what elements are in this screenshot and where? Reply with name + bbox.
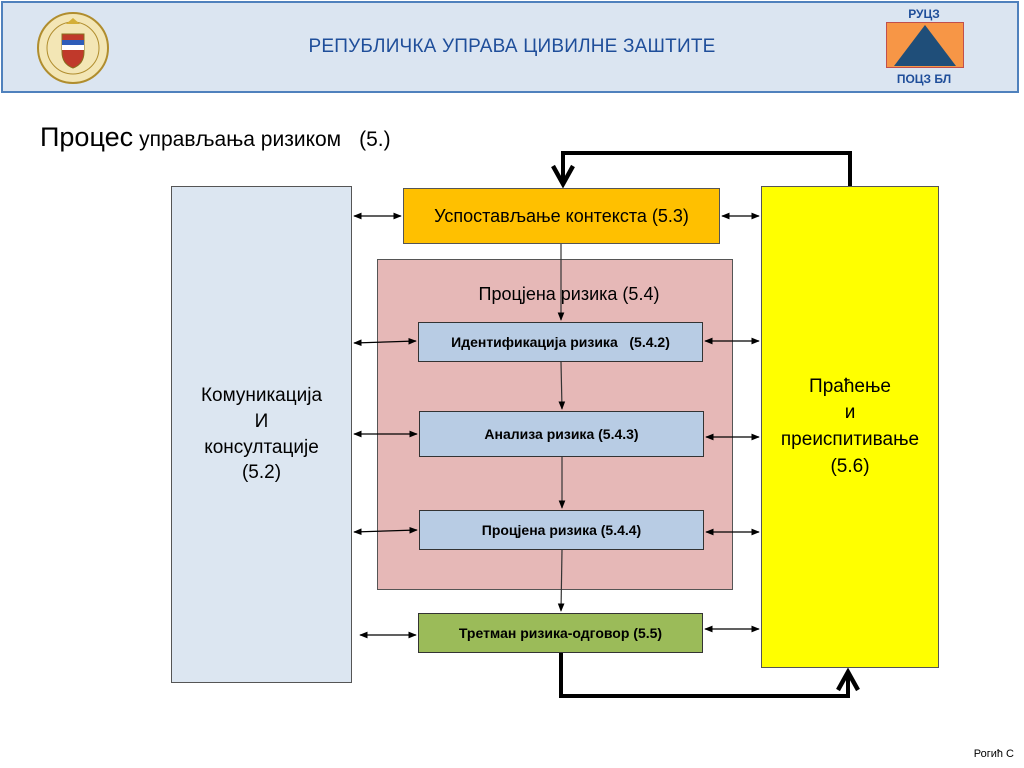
monitoring-line: (5.6): [830, 455, 870, 477]
author-credit: Рогић С: [973, 748, 1014, 760]
risk-identification-box: Идентификација ризика (5.4.2): [418, 322, 703, 362]
risk-evaluation-box: Процјена ризика (5.4.4): [419, 510, 704, 550]
communication-box: Комуникација И консултације (5.2): [171, 186, 352, 683]
communication-line: консултације: [204, 436, 319, 458]
feedback-loop-top-arrow: [563, 151, 852, 186]
slide-title-ref: (5.): [359, 128, 391, 151]
logo-label-bottom: ПОЦЗ БЛ: [896, 72, 952, 86]
communication-line: И: [254, 410, 269, 432]
risk-analysis-box: Анализа ризика (5.4.3): [419, 411, 704, 457]
civil-protection-logo-icon: [886, 22, 964, 68]
context-box: Успостављање контекста (5.3): [403, 188, 720, 244]
monitoring-line: преиспитивање: [780, 429, 920, 450]
logo-label-top: РУЦЗ: [908, 7, 940, 21]
monitoring-box: Праћење и преиспитивање (5.6): [761, 186, 939, 668]
monitoring-line: и: [844, 402, 856, 424]
communication-line: (5.2): [241, 462, 282, 484]
header-bar: [1, 1, 1019, 93]
agency-title: РЕПУБЛИЧКА УПРАВА ЦИВИЛНЕ ЗАШТИТЕ: [308, 36, 716, 57]
slide-title-main: Процес: [40, 122, 134, 152]
communication-line: Комуникација: [200, 385, 323, 407]
slide-title-rest: управљања ризиком: [139, 128, 342, 151]
risk-treatment-box: Третман ризика-одговор (5.5): [418, 613, 703, 653]
risk-assessment-label: Процјена ризика (5.4): [478, 284, 660, 304]
monitoring-line: Праћење: [809, 375, 891, 397]
coat-of-arms-seal-icon: [37, 12, 109, 84]
